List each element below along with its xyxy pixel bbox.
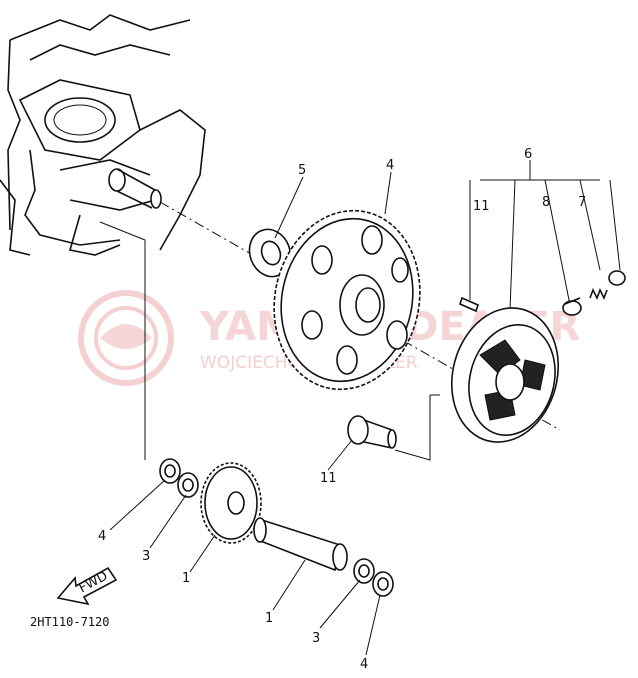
part-10-roller xyxy=(459,296,479,313)
callout-5: 4 xyxy=(386,158,394,173)
part-1-idler-gear xyxy=(200,462,262,544)
part-7-starter-clutch xyxy=(450,307,560,443)
part-9-plunger xyxy=(562,297,582,316)
callout-labels: 5 4 6 11 8 7 11 4 3 1 1 3 4 xyxy=(98,147,586,672)
part-6-washer xyxy=(248,228,292,278)
part-3-washer-right xyxy=(353,558,375,584)
callout-6: 5 xyxy=(298,163,306,178)
callout-1: 1 xyxy=(182,571,190,586)
part-3-washer-left xyxy=(177,472,199,498)
part-7-cap xyxy=(608,270,626,286)
callout-4-left: 4 xyxy=(98,529,106,544)
callout-2: 1 xyxy=(265,611,273,626)
part-8-spring xyxy=(589,288,608,300)
callout-7: 6 xyxy=(524,147,532,162)
callout-3-right: 3 xyxy=(312,631,320,646)
part-5-starter-wheel-gear xyxy=(273,209,421,391)
callout-9: 8 xyxy=(542,195,550,210)
part-11-bolt xyxy=(347,415,397,449)
callout-8: 7 xyxy=(578,195,586,210)
callout-3-left: 3 xyxy=(142,549,150,564)
callout-4-right: 4 xyxy=(360,657,368,672)
callout-leaders xyxy=(109,160,531,656)
callout-10: 11 xyxy=(473,199,490,214)
part-4-circlip-left xyxy=(159,458,181,484)
callout-11: 11 xyxy=(320,471,337,486)
part-2-shaft xyxy=(253,517,348,572)
diagram-code: 2HT110-7120 xyxy=(30,615,109,629)
fwd-arrow: FWD xyxy=(56,566,118,606)
part-4-circlip-right xyxy=(372,571,394,597)
engine-crankcase xyxy=(0,14,206,256)
